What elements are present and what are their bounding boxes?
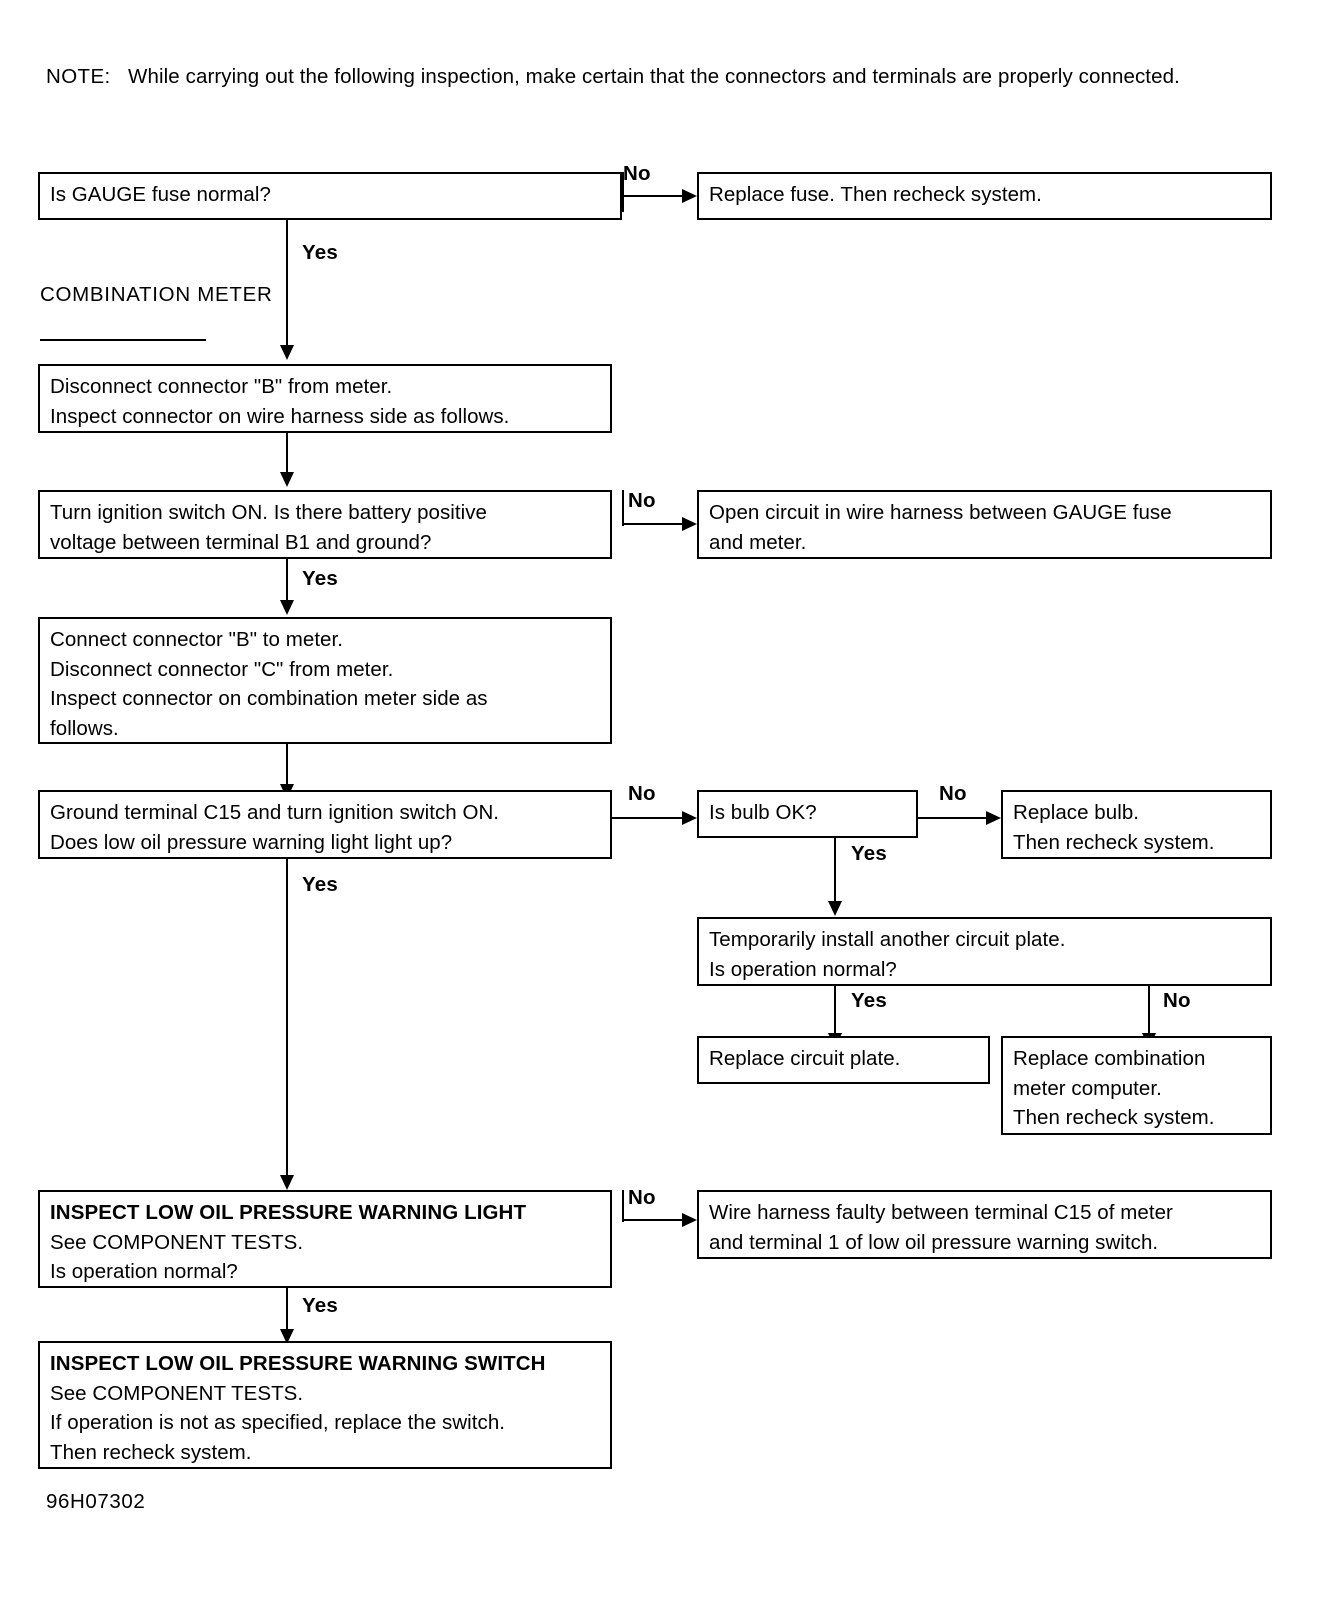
group-label-line: METER bbox=[197, 283, 273, 306]
connector-horizontal-1 bbox=[622, 195, 684, 198]
box-is-bulb-ok: Is bulb OK? bbox=[697, 790, 918, 838]
box-replace-circuit-plate: Replace circuit plate. bbox=[697, 1036, 990, 1084]
arrow-down-6 bbox=[279, 1175, 294, 1190]
box-inspect-warning-switch: INSPECT LOW OIL PRESSURE WARNING SWITCH … bbox=[38, 1341, 612, 1469]
connector-vertical-1 bbox=[622, 172, 625, 212]
branch-label-no-3: No bbox=[628, 782, 656, 805]
box-line: Then recheck system. bbox=[1013, 830, 1215, 854]
arrow-right-5 bbox=[682, 1212, 697, 1227]
box-line: Wire harness faulty between terminal C15… bbox=[709, 1201, 1173, 1224]
box-disconnect-connector-b: Disconnect connector "B" from meter. Ins… bbox=[38, 364, 612, 433]
box-line: follows. bbox=[50, 716, 119, 740]
box-line: Disconnect connector "B" from meter. bbox=[50, 375, 393, 398]
box-replace-meter-computer: Replace combination meter computer. Then… bbox=[1001, 1036, 1272, 1135]
group-label-underline bbox=[40, 339, 206, 342]
connector-vertical-3 bbox=[286, 433, 289, 476]
box-line: and terminal 1 of low oil pressure warni… bbox=[709, 1230, 1159, 1254]
connector-vertical-8 bbox=[286, 859, 289, 1179]
branch-label-yes-4: Yes bbox=[302, 873, 338, 896]
branch-label-no-1: No bbox=[623, 162, 651, 185]
box-open-circuit-harness: Open circuit in wire harness between GAU… bbox=[697, 490, 1272, 559]
box-ground-terminal-c15: Ground terminal C15 and turn ignition sw… bbox=[38, 790, 612, 859]
box-connect-b-disconnect-c: Connect connector "B" to meter. Disconne… bbox=[38, 617, 612, 744]
note-body: While carrying out the following inspect… bbox=[128, 65, 1180, 88]
connector-vertical-4 bbox=[622, 490, 625, 526]
box-temporary-circuit-plate: Temporarily install another circuit plat… bbox=[697, 917, 1272, 986]
box-wire-harness-faulty: Wire harness faulty between terminal C15… bbox=[697, 1190, 1272, 1259]
box-line: Replace bulb. bbox=[1013, 801, 1140, 824]
connector-horizontal-3 bbox=[612, 817, 684, 820]
arrow-down-9 bbox=[279, 1329, 294, 1344]
box-line: and meter. bbox=[709, 530, 807, 554]
connector-vertical-10 bbox=[1148, 986, 1151, 1038]
arrow-down-5 bbox=[827, 901, 842, 916]
box-line: See COMPONENT TESTS. bbox=[50, 1230, 304, 1254]
box-line: Disconnect connector "C" from meter. bbox=[50, 657, 394, 681]
branch-label-yes-6: Yes bbox=[302, 1294, 338, 1317]
box-line: Then recheck system. bbox=[1013, 1106, 1215, 1129]
box-line: Open circuit in wire harness between GAU… bbox=[709, 501, 1172, 524]
box-line: Is operation normal? bbox=[709, 957, 897, 981]
arrow-down-3 bbox=[279, 600, 294, 615]
box-line: Is bulb OK? bbox=[709, 801, 817, 824]
box-line: Turn ignition switch ON. Is there batter… bbox=[50, 501, 487, 524]
box-line: Ground terminal C15 and turn ignition sw… bbox=[50, 801, 500, 824]
box-ignition-voltage-b1: Turn ignition switch ON. Is there batter… bbox=[38, 490, 612, 559]
connector-vertical-5 bbox=[286, 559, 289, 603]
note-text: NOTE: While carrying out the following i… bbox=[46, 62, 1261, 92]
arrow-right-4 bbox=[986, 810, 1001, 825]
connector-vertical-9 bbox=[834, 986, 837, 1038]
box-line: Replace circuit plate. bbox=[709, 1047, 901, 1070]
box-line: If operation is not as specified, replac… bbox=[50, 1411, 506, 1434]
branch-label-yes-2: Yes bbox=[302, 567, 338, 590]
box-line: Inspect connector on combination meter s… bbox=[50, 687, 488, 710]
connector-vertical-2 bbox=[286, 220, 289, 348]
box-line: Is GAUGE fuse normal? bbox=[50, 183, 271, 206]
box-line: voltage between terminal B1 and ground? bbox=[50, 530, 432, 554]
box-line: Temporarily install another circuit plat… bbox=[709, 928, 1066, 951]
branch-label-no-4: No bbox=[939, 782, 967, 805]
box-line: Connect connector "B" to meter. bbox=[50, 628, 344, 651]
box-gauge-fuse-normal: Is GAUGE fuse normal? bbox=[38, 172, 622, 220]
arrow-down-2 bbox=[279, 472, 294, 487]
box-line: Replace combination bbox=[1013, 1047, 1206, 1070]
branch-label-yes-3: Yes bbox=[851, 842, 887, 865]
connector-vertical-6 bbox=[286, 744, 289, 788]
connector-vertical-11 bbox=[622, 1190, 625, 1222]
arrow-right-3 bbox=[682, 810, 697, 825]
arrow-right-2 bbox=[682, 516, 697, 531]
branch-label-yes-1: Yes bbox=[302, 241, 338, 264]
branch-label-no-2: No bbox=[628, 489, 656, 512]
arrow-right-1 bbox=[682, 188, 697, 203]
branch-label-no-6: No bbox=[628, 1186, 656, 1209]
box-replace-bulb: Replace bulb. Then recheck system. bbox=[1001, 790, 1272, 859]
box-line: Inspect connector on wire harness side a… bbox=[50, 404, 510, 428]
box-line-heading: INSPECT LOW OIL PRESSURE WARNING SWITCH bbox=[50, 1352, 546, 1375]
connector-horizontal-4 bbox=[918, 817, 989, 820]
box-line: Does low oil pressure warning light ligh… bbox=[50, 830, 453, 854]
box-line: See COMPONENT TESTS. bbox=[50, 1381, 304, 1405]
group-label-combination-meter: COMBINATION METER bbox=[40, 279, 272, 310]
box-line: meter computer. bbox=[1013, 1076, 1162, 1100]
note-label: NOTE: bbox=[46, 65, 111, 88]
box-replace-fuse: Replace fuse. Then recheck system. bbox=[697, 172, 1272, 220]
box-line: Is operation normal? bbox=[50, 1260, 238, 1283]
figure-id: 96H07302 bbox=[46, 1490, 146, 1513]
connector-vertical-7 bbox=[834, 838, 837, 906]
branch-label-yes-5: Yes bbox=[851, 989, 887, 1012]
group-label-line: COMBINATION bbox=[40, 283, 191, 306]
branch-label-no-5: No bbox=[1163, 989, 1191, 1012]
connector-vertical-12 bbox=[286, 1288, 289, 1332]
connector-horizontal-5 bbox=[622, 1219, 684, 1222]
connector-horizontal-2 bbox=[622, 523, 684, 526]
box-line: Then recheck system. bbox=[50, 1440, 252, 1464]
box-line-heading: INSPECT LOW OIL PRESSURE WARNING LIGHT bbox=[50, 1201, 527, 1224]
box-inspect-warning-light: INSPECT LOW OIL PRESSURE WARNING LIGHT S… bbox=[38, 1190, 612, 1288]
box-line: Replace fuse. Then recheck system. bbox=[709, 183, 1042, 206]
arrow-down-1 bbox=[279, 345, 294, 360]
